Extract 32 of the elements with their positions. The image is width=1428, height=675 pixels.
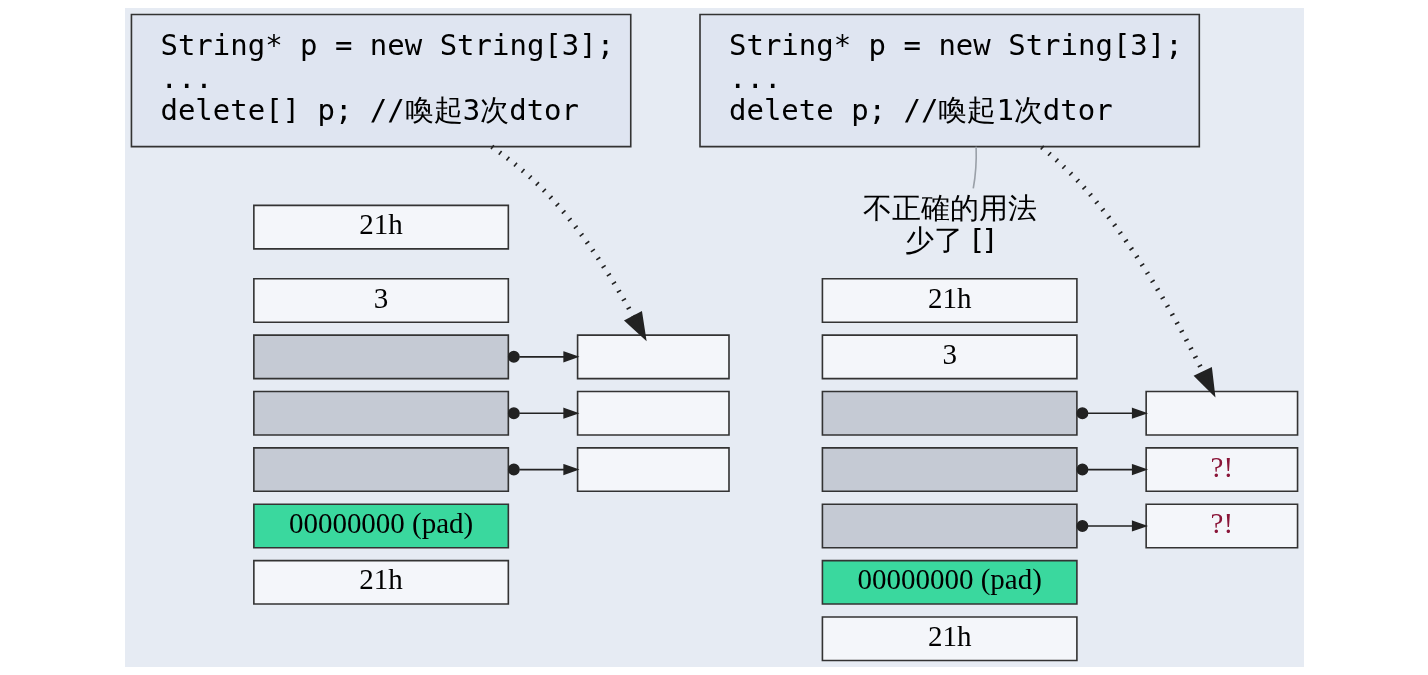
node-box [821,390,1078,436]
node-box [252,334,509,380]
arrow [1039,145,1215,398]
node-box: 3 [252,277,509,323]
node-box: 21h [252,559,509,605]
arrow [1075,520,1148,532]
node-box [821,503,1078,549]
node-box [1144,390,1298,436]
arrow [507,463,579,476]
arrow [507,350,579,363]
node-box [821,447,1078,493]
node-box: String* p = new String[3]; ... delete p; //喚起1次dtor [698,13,1200,148]
node-box [252,390,509,436]
connector [971,145,977,190]
node-box: 21h [821,616,1078,662]
arrow [1075,407,1148,420]
node-box [576,334,730,380]
node-box [252,447,509,493]
node-box: ?! [1144,447,1298,493]
node-box: 21h [821,277,1078,323]
arrow [1075,463,1148,476]
node-box: 21h [252,204,509,250]
node-box: String* p = new String[3]; ... delete[] p; //喚起3次dtor [130,13,632,148]
node-box [576,447,730,493]
node-box: ?! [1144,503,1298,549]
node-box [576,390,730,436]
arrow [507,407,579,420]
node-text: 不正確的用法 少了 [] [862,191,1037,258]
arrow [489,144,647,342]
node-box: 00000000 (pad) [252,503,509,549]
node-box: 00000000 (pad) [821,559,1078,605]
node-box: 3 [821,334,1078,380]
